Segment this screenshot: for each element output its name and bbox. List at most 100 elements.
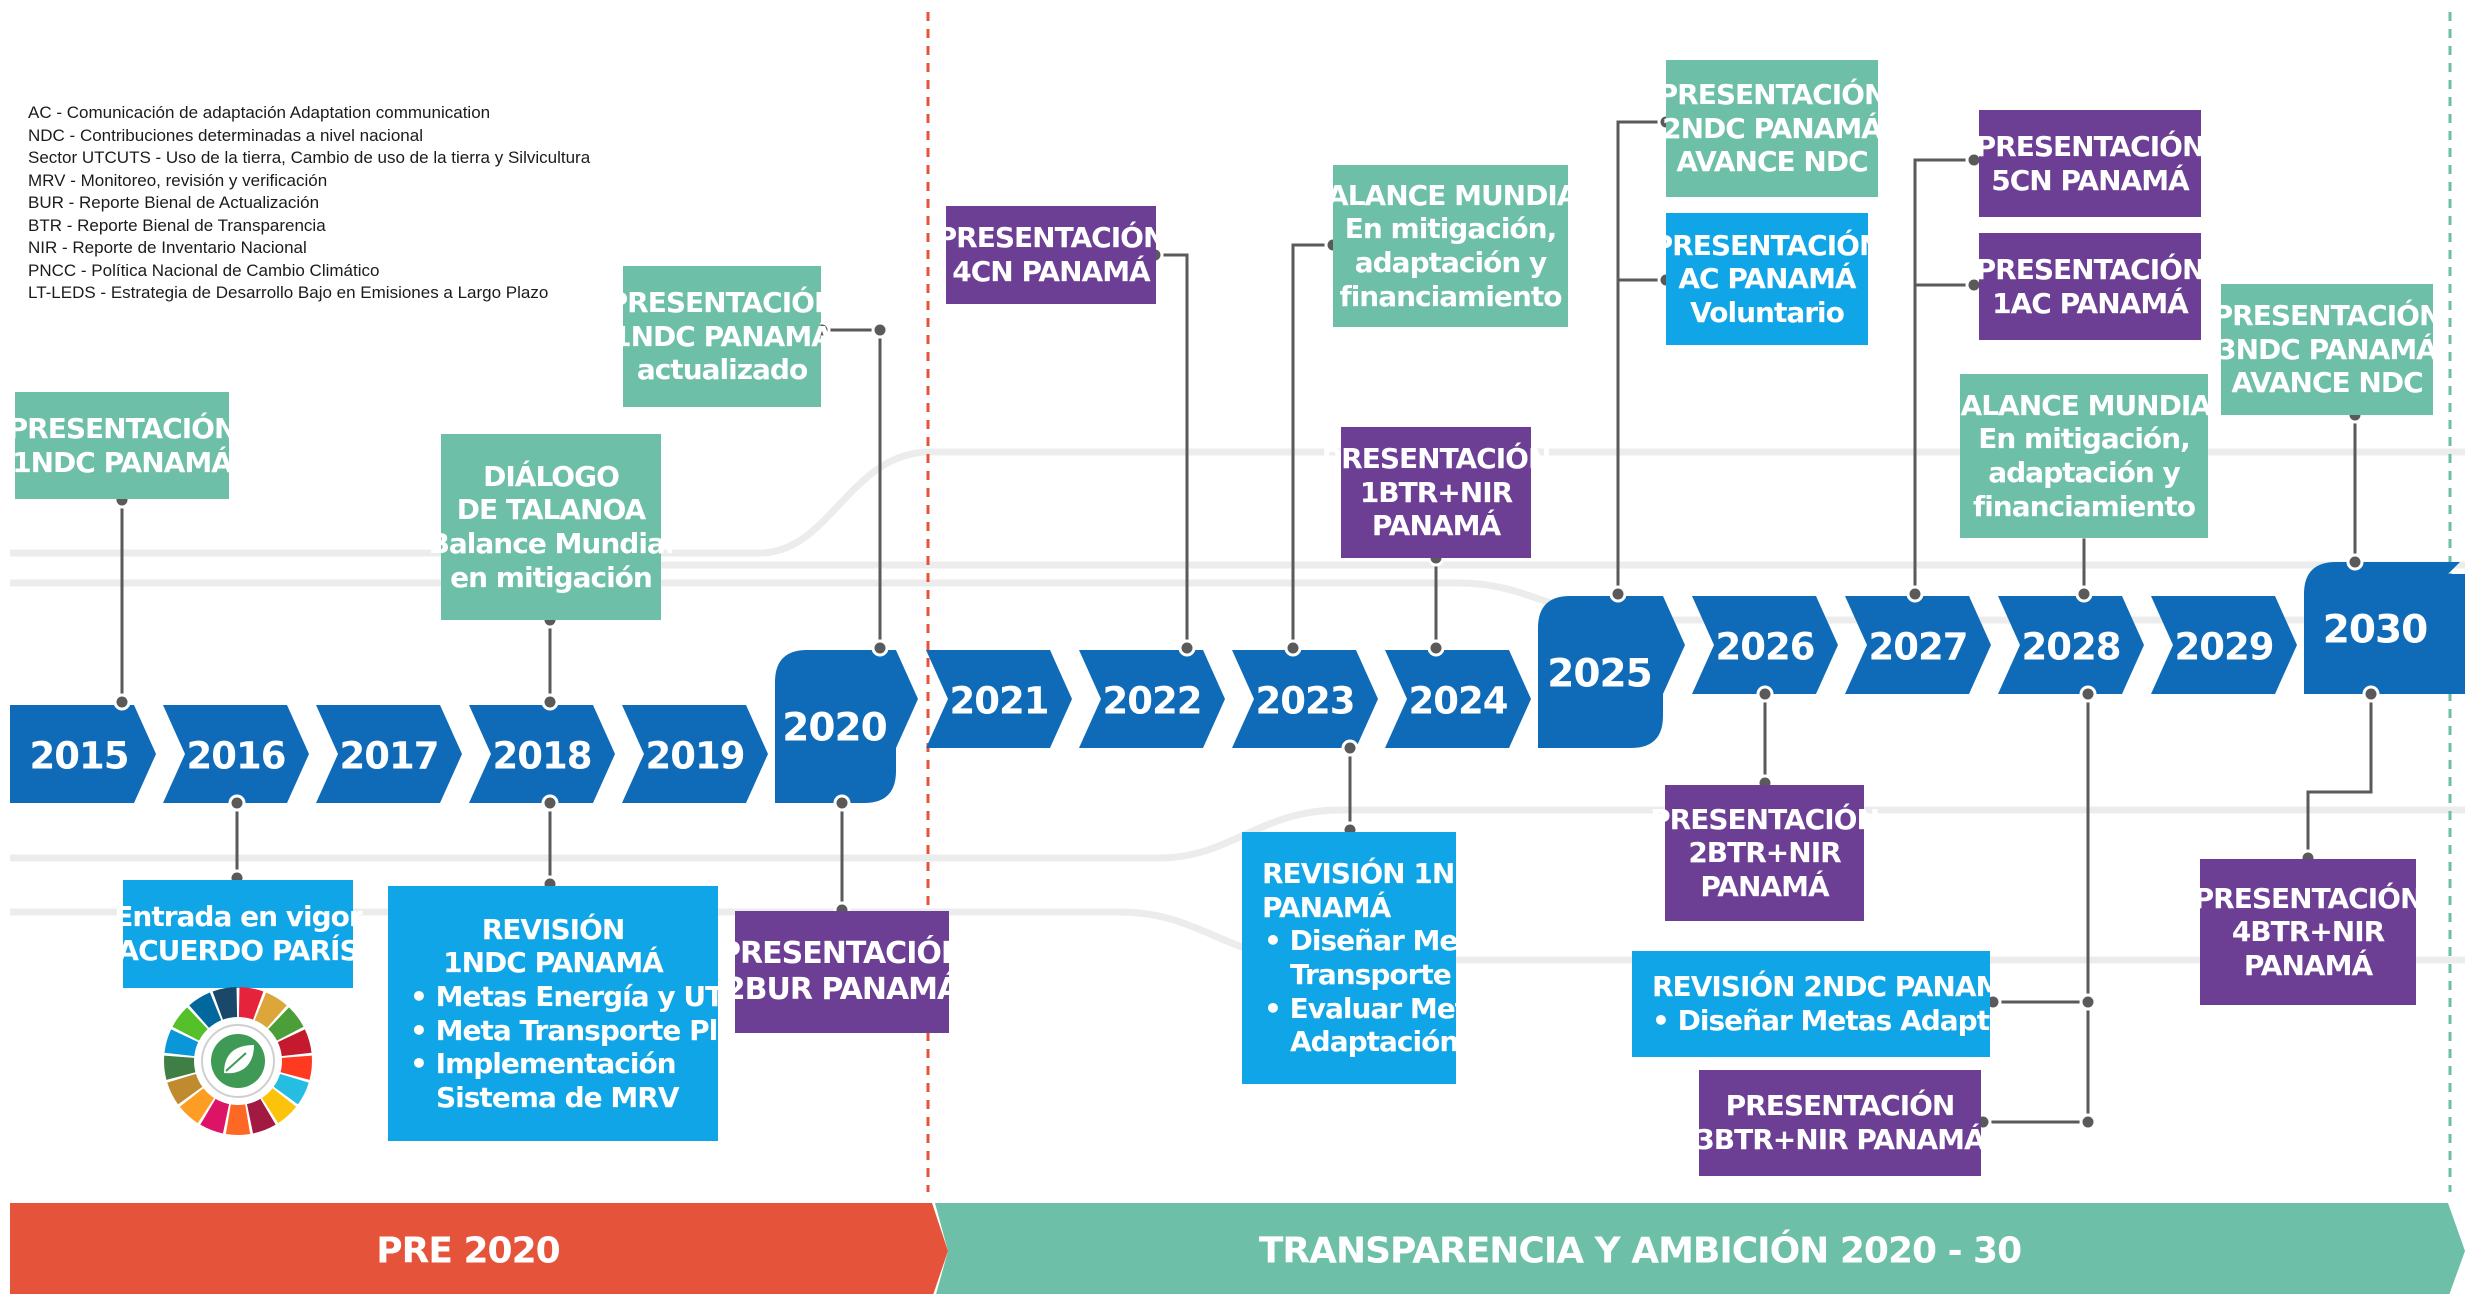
year-chevron-2027 xyxy=(1845,596,1991,694)
event-line: adaptación y xyxy=(1354,246,1548,279)
year-label-2026: 2026 xyxy=(1715,625,1816,669)
event-line: PRESENTACIÓN xyxy=(1321,442,1552,476)
event-line: PRESENTACIÓN xyxy=(936,221,1167,255)
year-label-2027: 2027 xyxy=(1868,625,1969,669)
event-line: DIÁLOGO xyxy=(483,459,620,493)
connector-dot xyxy=(2079,685,2097,703)
connector-dot xyxy=(541,794,559,812)
event-line: AVANCE NDC xyxy=(1676,145,1868,179)
sdg-wheel-segment xyxy=(179,1088,215,1124)
sdg-wheel-segment xyxy=(167,1073,203,1105)
year-label-2020: 2020 xyxy=(782,705,888,751)
connector-dot xyxy=(1178,639,1196,657)
event-line: adaptación y xyxy=(1988,456,2181,489)
event-line: PANAMÁ xyxy=(1700,869,1829,903)
sdg-wheel-icon xyxy=(164,987,312,1135)
event-line: PRESENTACIÓN xyxy=(1650,802,1880,836)
sdg-wheel-segment xyxy=(189,992,222,1028)
event-line: • Diseñar Metas Adaptación xyxy=(1652,1004,2069,1037)
year-chevron-2028 xyxy=(1998,596,2144,694)
band-label-transparency: TRANSPARENCIA Y AMBICIÓN 2020 - 30 xyxy=(1258,1230,2022,1272)
sdg-wheel-segment xyxy=(280,1055,312,1080)
legend-item: AC - Comunicación de adaptación Adaptati… xyxy=(28,103,491,122)
event-line: PRESENTACIÓN xyxy=(1657,78,1888,112)
connector-dot xyxy=(2079,993,2097,1011)
year-chevron-2029 xyxy=(2151,596,2297,694)
event-line: Adaptación xyxy=(1290,1025,1459,1059)
year-chevron-2020 xyxy=(775,650,918,803)
event-line: PANAMÁ xyxy=(1371,509,1501,543)
event-line: actualizado xyxy=(636,353,808,387)
event-line: 1NDC PANAMÁ xyxy=(443,946,664,980)
event-line: PRESENTACIÓN xyxy=(719,936,966,971)
event-line: financiamiento xyxy=(1339,279,1563,313)
year-chevron-2016 xyxy=(163,705,309,803)
year-label-2025: 2025 xyxy=(1547,651,1653,697)
leaf-vein xyxy=(225,1052,247,1072)
track-line xyxy=(10,806,2465,862)
sdg-wheel-segment xyxy=(200,1098,230,1134)
sdg-wheel-segment xyxy=(225,1104,251,1135)
connector-line xyxy=(1913,158,1974,594)
event-line: REVISIÓN xyxy=(481,912,626,946)
event-line: En mitigación, xyxy=(1978,422,2191,456)
band-pre2020 xyxy=(10,1203,948,1294)
event-line: • Evaluar Metas xyxy=(1264,991,1502,1025)
connector-dot xyxy=(228,794,246,812)
connector-dot xyxy=(541,693,559,711)
event-line: AC PANAMÁ xyxy=(1678,262,1856,296)
event-box-e2028-bottom1: REVISIÓN 2NDC PANAMÁ• Diseñar Metas Adap… xyxy=(1632,951,2069,1057)
connector-dot xyxy=(1906,585,1924,603)
legend-item: BUR - Reporte Bienal de Actualización xyxy=(28,193,320,212)
legend-item: PNCC - Política Nacional de Cambio Climá… xyxy=(28,260,380,280)
year-label-2028: 2028 xyxy=(2021,625,2122,669)
connector-line xyxy=(1291,243,1333,648)
year-label-2021: 2021 xyxy=(949,679,1050,723)
event-line: PRESENTACIÓN xyxy=(1652,228,1883,262)
event-line: PANAMÁ xyxy=(2243,948,2373,982)
band-label-pre2020: PRE 2020 xyxy=(376,1230,560,1272)
connector-dot xyxy=(2079,1113,2097,1131)
legend-item: LT-LEDS - Estrategia de Desarrollo Bajo … xyxy=(28,283,549,302)
sdg-wheel-segment xyxy=(164,1029,199,1057)
year-chevron-2030 xyxy=(2304,562,2465,694)
event-line: PRESENTACIÓN xyxy=(1975,252,2206,286)
event-line: 1NDC PANAMÁ xyxy=(12,445,233,479)
year-chevron-2026 xyxy=(1692,596,1838,694)
connector-dot xyxy=(113,693,131,711)
acronym-legend: AC - Comunicación de adaptación Adaptati… xyxy=(28,102,648,305)
event-line: PRESENTACIÓN xyxy=(1975,129,2206,163)
sdg-wheel-segment xyxy=(164,1055,196,1080)
sdg-wheel-segment xyxy=(277,1029,312,1057)
event-line: 1BTR+NIR xyxy=(1359,475,1513,509)
year-chevron-2017 xyxy=(316,705,462,803)
year-chevron-2025 xyxy=(1538,596,1685,748)
connector-dot xyxy=(1341,739,1359,757)
connector-dot xyxy=(1756,685,1774,703)
year-label-2030: 2030 xyxy=(2322,607,2429,653)
track-line xyxy=(10,448,2465,557)
event-line: 1NDC PANAMÁ xyxy=(612,319,833,353)
sdg-wheel-segment xyxy=(238,987,264,1020)
event-line: Balance Mundial xyxy=(428,527,675,560)
event-line: Voluntario xyxy=(1690,295,1845,329)
event-line: PRESENTACIÓN xyxy=(7,411,238,445)
event-line: PRESENTACIÓN xyxy=(2212,299,2443,333)
connector-dot xyxy=(2075,585,2093,603)
event-line: DE TALANOA xyxy=(456,493,646,527)
year-chevron-2024 xyxy=(1385,650,1531,748)
year-label-2019: 2019 xyxy=(645,734,746,778)
year-label-2023: 2023 xyxy=(1255,679,1356,723)
event-line: 2BUR PANAMÁ xyxy=(724,972,960,1007)
year-label-2018: 2018 xyxy=(492,734,593,778)
event-line: AVANCE NDC xyxy=(2231,366,2423,400)
event-line: 2BTR+NIR xyxy=(1688,836,1841,870)
